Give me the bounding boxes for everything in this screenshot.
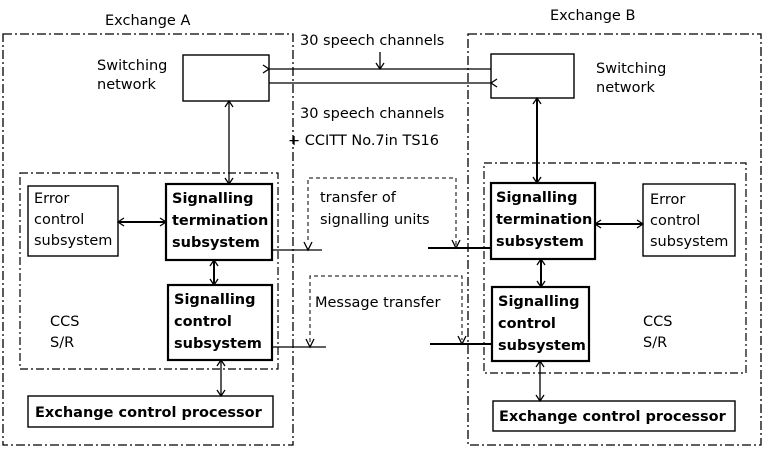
transfer-units-label: transfer of signalling units — [320, 190, 430, 228]
exchange-b-error-control-box — [642, 183, 736, 257]
exchange-a-control-processor-box — [27, 395, 274, 428]
speech-channels-top-label: 30 speech channels — [300, 33, 444, 49]
exchange-b-ccs-frame — [483, 162, 747, 374]
a-cp-arrow-down — [216, 389, 226, 398]
message-transfer-frame — [309, 275, 463, 342]
message-transfer-arrow-a — [305, 338, 315, 349]
speech-channels-arrowhead — [375, 62, 385, 71]
exchange-a-control-processor-label: Exchange control processor — [35, 405, 263, 421]
transfer-units-arrow-a — [303, 241, 313, 252]
exchange-a-switching-network — [182, 54, 270, 102]
exchange-a-switching-label: Switching network — [97, 58, 172, 93]
exchange-b-switching-network — [490, 53, 575, 99]
transfer-units-arrow-b — [451, 239, 461, 250]
exchange-b-signalling-control-label: Signalling control subsystem — [498, 294, 586, 354]
a-switch-arrow-up — [224, 99, 234, 108]
b-switch-arrow-up — [532, 96, 542, 105]
exchange-a-signalling-control-label: Signalling control subsystem — [174, 292, 262, 352]
b-error-arrow-right — [636, 219, 645, 229]
a-tc-arrow-up — [209, 258, 219, 267]
b-tc-arrow-up — [536, 257, 546, 266]
exchange-b-signalling-termination-box — [489, 181, 597, 261]
exchange-b-signalling-termination-label: Signalling termination subsystem — [496, 190, 597, 250]
exchange-b-frame — [467, 33, 762, 446]
exchange-b-control-processor-box — [492, 400, 736, 432]
exchange-a-signalling-termination-label: Signalling termination subsystem — [172, 191, 273, 251]
exchange-a-signalling-control-box — [166, 283, 274, 362]
a-error-arrow-right — [159, 217, 168, 227]
exchange-b-control-processor-label: Exchange control processor — [499, 409, 727, 425]
trunk-arrow-a — [262, 64, 271, 74]
exchange-b-error-control-label: Error control subsystem — [650, 192, 728, 250]
exchange-a-frame — [2, 33, 294, 446]
trunk-arrow-b — [489, 78, 498, 88]
b-switch-arrow-down — [532, 176, 542, 185]
exchange-a-error-control-label: Error control subsystem — [34, 191, 112, 249]
exchange-a-ccs-frame — [19, 172, 279, 370]
a-switch-arrow-down — [224, 177, 234, 186]
b-tc-arrow-down — [536, 280, 546, 289]
message-transfer-label: Message transfer — [315, 295, 440, 311]
exchange-b-switching-label: Switching network — [596, 61, 671, 96]
a-tc-arrow-down — [209, 278, 219, 287]
exchange-a-title: Exchange A — [105, 13, 190, 29]
a-cp-arrow-up — [216, 358, 226, 367]
exchange-b-title: Exchange B — [550, 8, 635, 24]
a-error-arrow-left — [116, 217, 125, 227]
message-transfer-arrow-b — [457, 335, 467, 346]
exchange-b-ccs-label: CCS S/R — [643, 314, 677, 351]
b-cp-arrow-down — [535, 394, 545, 403]
transfer-units-frame — [307, 177, 457, 247]
b-cp-arrow-up — [535, 359, 545, 368]
exchange-b-signalling-control-box — [490, 285, 591, 363]
exchange-a-ccs-label: CCS S/R — [50, 314, 84, 351]
b-error-arrow-left — [593, 219, 602, 229]
speech-channels-bottom-label: 30 speech channels + CCITT No.7in TS16 — [288, 106, 449, 149]
